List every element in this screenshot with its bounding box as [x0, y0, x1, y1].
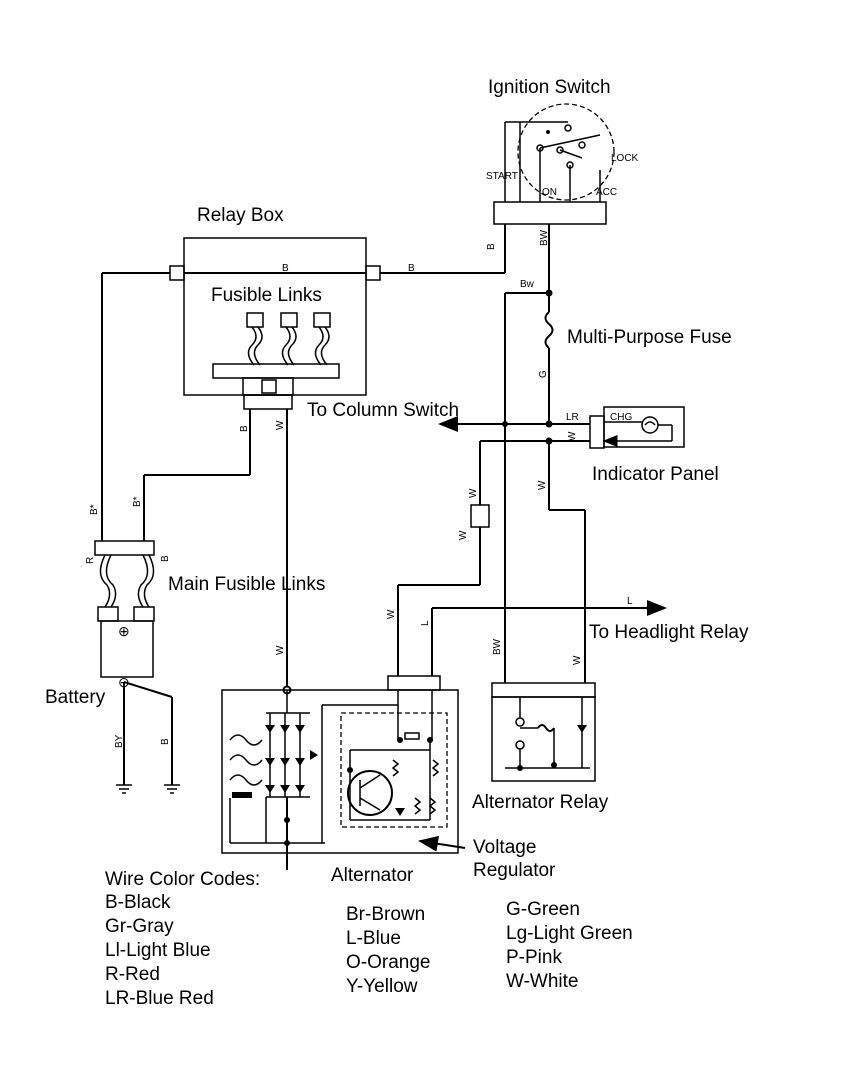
- ignition-switch-label: Ignition Switch: [488, 77, 611, 98]
- switch-b-code: B: [408, 263, 415, 274]
- r-link-code: R: [85, 557, 96, 564]
- wiring: [101, 224, 667, 695]
- regulator-label: Regulator: [473, 860, 556, 881]
- w-ind-code: W: [567, 431, 578, 441]
- b-ground-code: B: [160, 738, 171, 745]
- ground-icon: [116, 784, 132, 794]
- alternator: Alternator: [221, 675, 459, 886]
- legend-item: Br-Brown: [346, 904, 425, 925]
- ignition-switch-circle: [517, 103, 615, 201]
- fusible-links-label: Fusible Links: [211, 285, 322, 306]
- alternator-label: Alternator: [331, 865, 414, 886]
- legend-item: Y-Yellow: [346, 976, 418, 997]
- b-star-left-code: B*: [89, 504, 100, 515]
- relay-out-b-code: B: [239, 425, 250, 432]
- w-mid1-code: W: [468, 488, 479, 498]
- wire-code-labels: B B BW Bw G LR W B W B* B* W W W R B W W…: [85, 229, 633, 748]
- indicator-panel: CHG Indicator Panel: [589, 406, 719, 485]
- w-alt-code: W: [275, 645, 286, 655]
- b-star-right-code: B*: [132, 496, 143, 507]
- alternator-connector: [387, 675, 441, 691]
- voltage-regulator-outline: [340, 712, 448, 828]
- relay-out-w-code: W: [275, 420, 286, 430]
- w-ind2-code: W: [537, 480, 548, 490]
- rectifier-diodes: [265, 712, 318, 798]
- w-mid2-code: W: [458, 530, 469, 540]
- main-fusible-links-label: Main Fusible Links: [168, 574, 325, 595]
- alternator-relay-label: Alternator Relay: [472, 792, 609, 813]
- ignition-switch-connector: [493, 201, 607, 225]
- inline-connector: [470, 504, 490, 528]
- voltage-label: Voltage: [473, 837, 536, 858]
- legend-item: LR-Blue Red: [105, 988, 214, 1009]
- legend-item: W-White: [506, 971, 578, 992]
- b-link-code: B: [160, 555, 171, 562]
- chg-label: CHG: [610, 412, 632, 423]
- w-reg-code: W: [386, 609, 397, 619]
- multi-purpose-fuse-label: Multi-Purpose Fuse: [567, 327, 732, 348]
- legend-title: Wire Color Codes:: [105, 869, 260, 890]
- transistor-symbol: [347, 770, 393, 816]
- lock-label: LOCK: [611, 153, 639, 164]
- to-column-switch-label: To Column Switch: [307, 400, 459, 421]
- relay-box-wire-code: B: [282, 263, 289, 274]
- legend-item: B-Black: [105, 892, 171, 913]
- alternator-relay: Alternator Relay: [472, 682, 609, 813]
- battery: ⊕ ⊖ Battery: [45, 620, 180, 794]
- start-label: START: [486, 171, 518, 182]
- multi-purpose-fuse-symbol: [544, 311, 554, 349]
- relay-box-label: Relay Box: [197, 205, 284, 226]
- ign-bw-code: BW: [539, 229, 550, 246]
- l-head-code: L: [627, 596, 633, 607]
- ground-icon: [164, 784, 180, 794]
- regulator-circuit: [347, 732, 440, 821]
- by-code: BY: [114, 734, 125, 748]
- legend-item: O-Orange: [346, 952, 430, 973]
- legend-item: Gr-Gray: [105, 916, 174, 937]
- lr-code: LR: [566, 412, 579, 423]
- fusible-link-elements: [246, 312, 331, 366]
- legend-item: Ll-Light Blue: [105, 940, 211, 961]
- battery-body: [100, 620, 154, 678]
- ignition-switch: Ignition Switch LOCK START ON ACC: [486, 77, 639, 225]
- acc-label: ACC: [596, 187, 617, 198]
- indicator-panel-label: Indicator Panel: [592, 464, 719, 485]
- alternator-frame: [221, 689, 459, 854]
- main-fusible-links: Main Fusible Links: [94, 540, 325, 622]
- legend-item: P-Pink: [506, 947, 562, 968]
- w-relay-code: W: [572, 655, 583, 665]
- charge-lamp-icon: [641, 416, 659, 434]
- field-coil: [232, 792, 252, 798]
- to-headlight-relay-label: To Headlight Relay: [589, 622, 749, 643]
- stator-coil: [229, 734, 263, 746]
- legend-item: R-Red: [105, 964, 160, 985]
- battery-plus-terminal: ⊕: [118, 623, 130, 639]
- bw-relay-code: BW: [492, 638, 503, 655]
- l-reg-code: L: [420, 620, 431, 626]
- legend-item: L-Blue: [346, 928, 401, 949]
- ign-b-code: B: [486, 243, 497, 250]
- legend-item: G-Green: [506, 899, 580, 920]
- legend-item: Lg-Light Green: [506, 923, 633, 944]
- relay-box: Relay Box Fusible Links B: [169, 205, 381, 410]
- relay-coil: [537, 724, 555, 732]
- battery-label: Battery: [45, 687, 106, 708]
- g-code: G: [538, 370, 549, 378]
- on-label: ON: [542, 187, 557, 198]
- wire-color-legend: Wire Color Codes: B-Black Gr-Gray Ll-Lig…: [105, 869, 633, 1009]
- bw-node-code: Bw: [520, 279, 535, 290]
- alternator-relay-frame: [491, 696, 596, 782]
